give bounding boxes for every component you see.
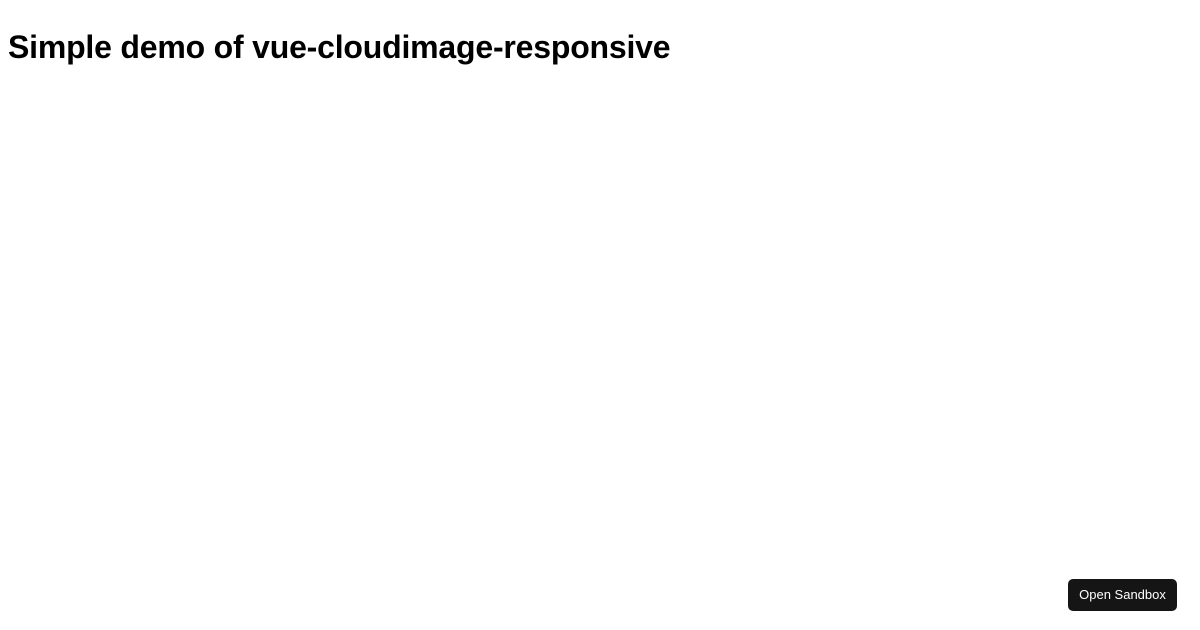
- open-sandbox-label: Open Sandbox: [1079, 587, 1166, 602]
- page-title: Simple demo of vue-cloudimage-responsive: [8, 29, 671, 65]
- open-sandbox-button[interactable]: Open Sandbox: [1068, 579, 1177, 611]
